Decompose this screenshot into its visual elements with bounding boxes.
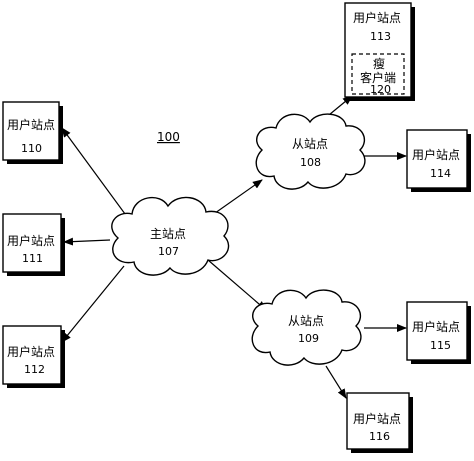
connector-109-116: [325, 365, 347, 399]
user-station-number: 114: [430, 167, 451, 180]
user-station-number: 111: [22, 252, 43, 265]
connector-107-111: [63, 237, 111, 246]
slave-station-number-109: 109: [298, 332, 319, 345]
user-station-112: 用户站点 112: [2, 325, 65, 388]
user-station-label: 用户站点: [7, 233, 55, 248]
user-station-label: 用户站点: [353, 10, 401, 25]
user-station-number: 115: [430, 339, 451, 352]
slave-station-label-108: 从站点: [292, 137, 328, 151]
user-station-number: 116: [369, 430, 390, 443]
user-station-113: 用户站点 113 瘦 客户端 120: [344, 2, 415, 101]
connector-107-110: [61, 127, 129, 219]
thin-client: 瘦 客户端 120: [351, 53, 405, 96]
thin-client-label-line1: 瘦: [373, 56, 385, 71]
user-station-number: 112: [24, 363, 45, 376]
user-station-label: 用户站点: [412, 147, 460, 162]
master-station-number: 107: [158, 245, 179, 258]
slave-station-cloud-108: 从站点 108: [255, 113, 366, 190]
user-station-label: 用户站点: [412, 319, 460, 334]
user-station-115: 用户站点 115: [406, 301, 471, 364]
master-station-cloud: 主站点 107: [111, 196, 230, 276]
user-station-116: 用户站点 116: [346, 392, 413, 453]
slave-station-label-109: 从站点: [288, 314, 324, 328]
thin-client-number: 120: [370, 83, 391, 96]
user-station-label: 用户站点: [353, 411, 401, 426]
connector-107-109: [207, 259, 267, 311]
master-station-label: 主站点: [150, 227, 186, 241]
slave-station-number-108: 108: [300, 156, 321, 169]
user-station-110: 用户站点 110: [2, 101, 63, 164]
user-station-114: 用户站点 114: [406, 129, 471, 192]
user-station-number: 113: [370, 30, 391, 43]
user-station-label: 用户站点: [7, 117, 55, 132]
connector-107-112: [61, 265, 125, 343]
user-station-number: 110: [21, 142, 42, 155]
diagram-label: 100: [157, 130, 180, 144]
slave-station-cloud-109: 从站点 109: [251, 289, 362, 366]
thin-client-label-line2: 客户端: [360, 70, 396, 85]
user-station-label: 用户站点: [7, 344, 55, 359]
user-station-111: 用户站点 111: [2, 213, 65, 276]
